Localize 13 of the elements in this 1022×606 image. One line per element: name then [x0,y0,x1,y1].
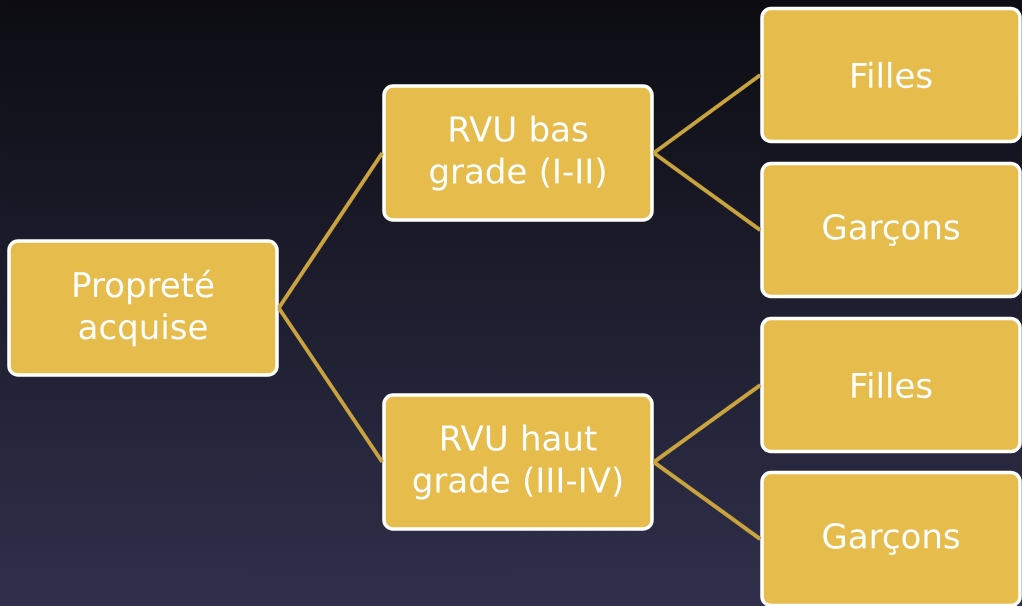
connector-line [652,383,762,464]
box: RVU bas grade (I-II) [382,84,654,222]
box: Filles [760,6,1022,144]
box: Garçons [760,470,1022,606]
connector-line [652,73,762,155]
connector-line [277,151,384,310]
connector-line [652,151,762,232]
connector-line [652,460,762,541]
box: Garçons [760,161,1022,299]
box: Filles [760,316,1022,454]
connector-line [277,306,384,464]
box: RVU haut grade (III-IV) [382,393,654,531]
box: Propreté acquise [7,239,279,377]
